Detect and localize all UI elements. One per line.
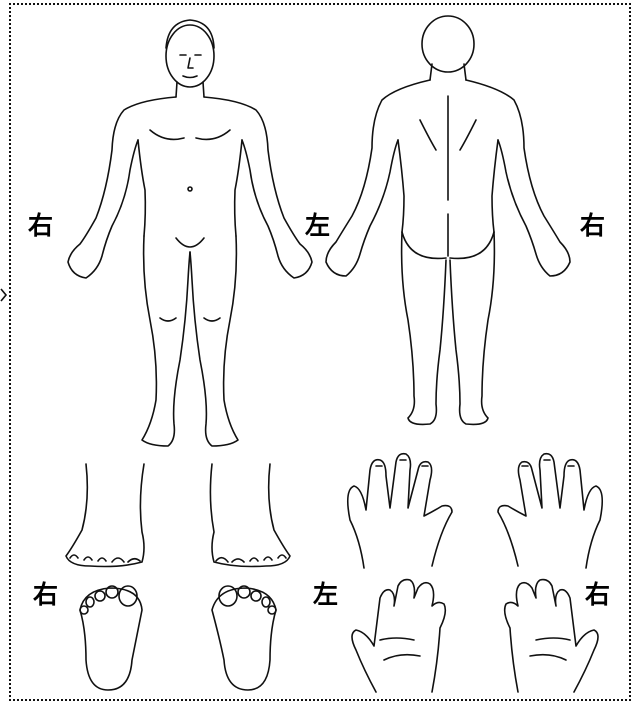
hands-back-view — [348, 454, 603, 568]
feet-top-view — [66, 464, 290, 567]
label-hands-right: 右 — [585, 582, 610, 607]
label-hands-left: 左 — [313, 582, 338, 607]
back-body-figure — [326, 16, 570, 424]
label-front-left: 左 — [305, 213, 330, 238]
label-front-right: 右 — [28, 213, 53, 238]
hands-palm-view — [352, 580, 598, 692]
label-back-right: 右 — [580, 213, 605, 238]
feet-soles — [80, 586, 276, 690]
front-body-figure — [68, 20, 312, 446]
label-feet-right: 右 — [33, 582, 58, 607]
